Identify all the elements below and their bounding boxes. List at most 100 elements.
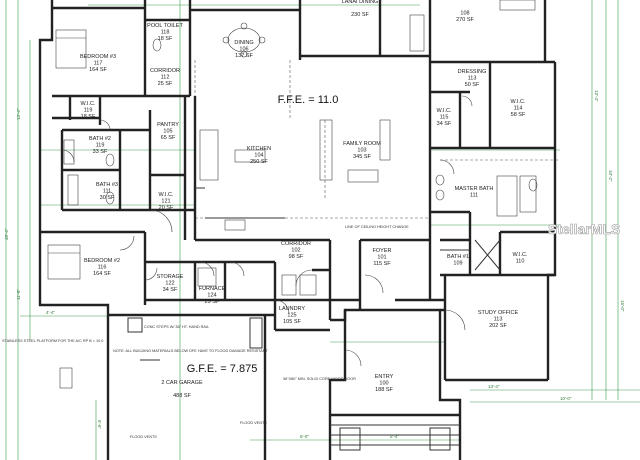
room-area: 105 SF (283, 319, 301, 325)
room-name: PANTRY (157, 122, 179, 128)
room-number: 103 (357, 148, 366, 154)
svg-text:6'-6": 6'-6" (97, 420, 102, 429)
walls (38, 0, 557, 460)
room-name: W.I.C. (159, 192, 174, 198)
room-area: 65 SF (161, 135, 176, 141)
room-area: 25 SF (158, 81, 173, 87)
room-area: 34 SF (163, 287, 178, 293)
room-number: 102 (291, 248, 300, 254)
room-area: 18 SF (81, 114, 96, 120)
door-note: 36"X80" MIN. SOLID CORE WOOD DOOR (283, 377, 356, 381)
room-name: LANAI DINING (342, 0, 379, 5)
room-name: BEDROOM #3 (80, 54, 116, 60)
room-number: 115 (440, 115, 449, 121)
svg-text:16'-0": 16'-0" (620, 300, 625, 312)
room-name: FOYER (373, 248, 392, 254)
room-name: BEDROOM #2 (84, 258, 120, 264)
room-number: 114 (514, 106, 523, 112)
svg-text:11'-8": 11'-8" (16, 288, 21, 300)
room-name: STUDY OFFICE (478, 310, 519, 316)
room-area: 488 SF (173, 393, 191, 399)
room-name: CORRIDOR (281, 241, 311, 247)
flood-vents-note-2: FLOOD VENTS (240, 421, 267, 425)
room-name: DINING (234, 40, 253, 46)
room-number: 113 (468, 76, 477, 82)
room-name: ENTRY (375, 374, 394, 380)
room-name: W.I.C. (81, 101, 96, 107)
svg-text:10'-2": 10'-2" (608, 170, 613, 182)
room-area: 137 SF (235, 53, 253, 59)
room-area: 58 SF (511, 112, 526, 118)
svg-text:13'-4": 13'-4" (16, 108, 21, 120)
room-number: 109 (453, 261, 462, 267)
room-number: 118 (161, 30, 170, 36)
svg-text:13'-4": 13'-4" (594, 90, 599, 102)
room-wic_right: W.I.C.110 (513, 252, 528, 265)
room-number: 116 (98, 265, 107, 271)
svg-text:10'-0": 10'-0" (560, 396, 572, 401)
room-number: 112 (161, 75, 170, 81)
svg-text:4'-4": 4'-4" (46, 310, 55, 315)
ceiling-note: LINE OF CEILING HEIGHT CHANGE (345, 225, 409, 229)
room-number: 117 (94, 61, 103, 67)
room-name: LAUNDRY (279, 306, 306, 312)
finished-floor-elevation: F.F.E. = 11.0 (278, 94, 339, 106)
room-area: 202 SF (489, 323, 507, 329)
room-area: 270 SF (456, 17, 474, 23)
room-number: 105 (163, 129, 172, 135)
dimension-ticks: 48'-4" 13'-4" 11'-8" 13'-4" 10'-2" 16'-0… (4, 90, 625, 439)
room-area: 230 SF (351, 12, 369, 18)
garage-note: NOTE: ALL BUILDING MATERIALS BELOW DFE H… (113, 349, 268, 353)
room-name: FAMILY ROOM (343, 141, 381, 147)
steps-note: CONC STEPS W/ 36" HT. HAND RAIL (144, 325, 209, 329)
room-name: DRESSING (458, 69, 487, 75)
room-number: 125 (287, 313, 296, 319)
room-number: 113 (494, 317, 503, 323)
steps-and-details (127, 187, 501, 451)
room-lanai: LANAI DINING 230 SF (342, 0, 379, 18)
room-area: 164 SF (93, 271, 111, 277)
room-name: BATH #1 (447, 254, 469, 260)
room-name: FURNACE (199, 286, 226, 292)
room-area: 50 SF (465, 82, 480, 88)
room-number: 108 (460, 11, 469, 17)
room-area: 98 SF (289, 254, 304, 260)
room-area: 34 SF (437, 121, 452, 127)
room-number: 122 (165, 281, 174, 287)
room-area: 345 SF (353, 154, 371, 160)
room-name: W.I.C. (437, 108, 452, 114)
room-name: POOL TOILET (147, 23, 183, 29)
room-number: 104 (254, 153, 263, 159)
room-name: KITCHEN (247, 146, 271, 152)
svg-text:13'-4": 13'-4" (488, 384, 500, 389)
room-number: 111 (470, 193, 478, 199)
room-name: W.I.C. (511, 99, 526, 105)
room-area: 30 SF (100, 195, 115, 201)
fixtures (47, 0, 538, 389)
room-area: 20 SF (159, 205, 174, 211)
room-name: STORAGE (157, 274, 184, 280)
room-area: 164 SF (89, 67, 107, 73)
room-area: 188 SF (375, 387, 393, 393)
room-number: 124 (207, 293, 216, 299)
room-area: 115 SF (373, 261, 391, 267)
ceiling-lines (194, 60, 560, 219)
